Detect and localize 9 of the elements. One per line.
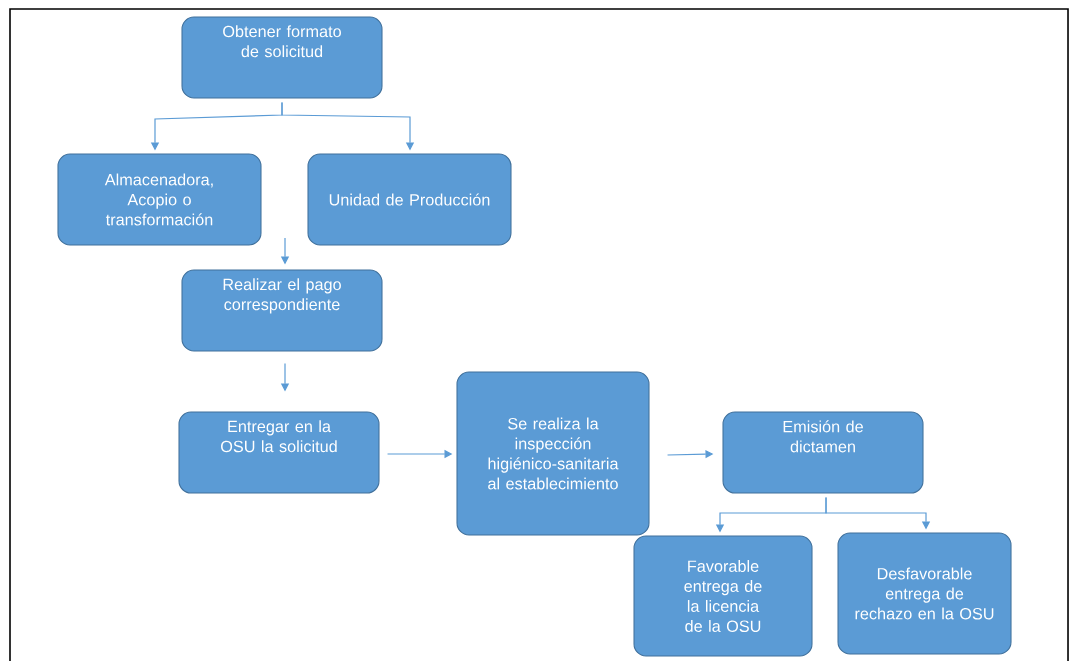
process-box: Obtener formato de solicitud: [181, 16, 383, 99]
process-box: Entregar en la OSU la solicitud: [178, 411, 380, 494]
process-box: Se realiza la inspección higiénico-sanitaria al establecimiento: [456, 371, 650, 536]
process-box: Unidad de Producción: [307, 153, 512, 246]
process-box: Almacenadora, Acopio o transformación: [57, 153, 262, 246]
process-box: Desfavorable entrega de rechazo en la OSU: [837, 532, 1012, 655]
process-box: Emisión de dictamen: [722, 411, 924, 494]
process-box: Realizar el pago correspondiente: [181, 269, 383, 352]
process-box: Favorable entrega de la licencia de la OSU: [633, 535, 813, 657]
